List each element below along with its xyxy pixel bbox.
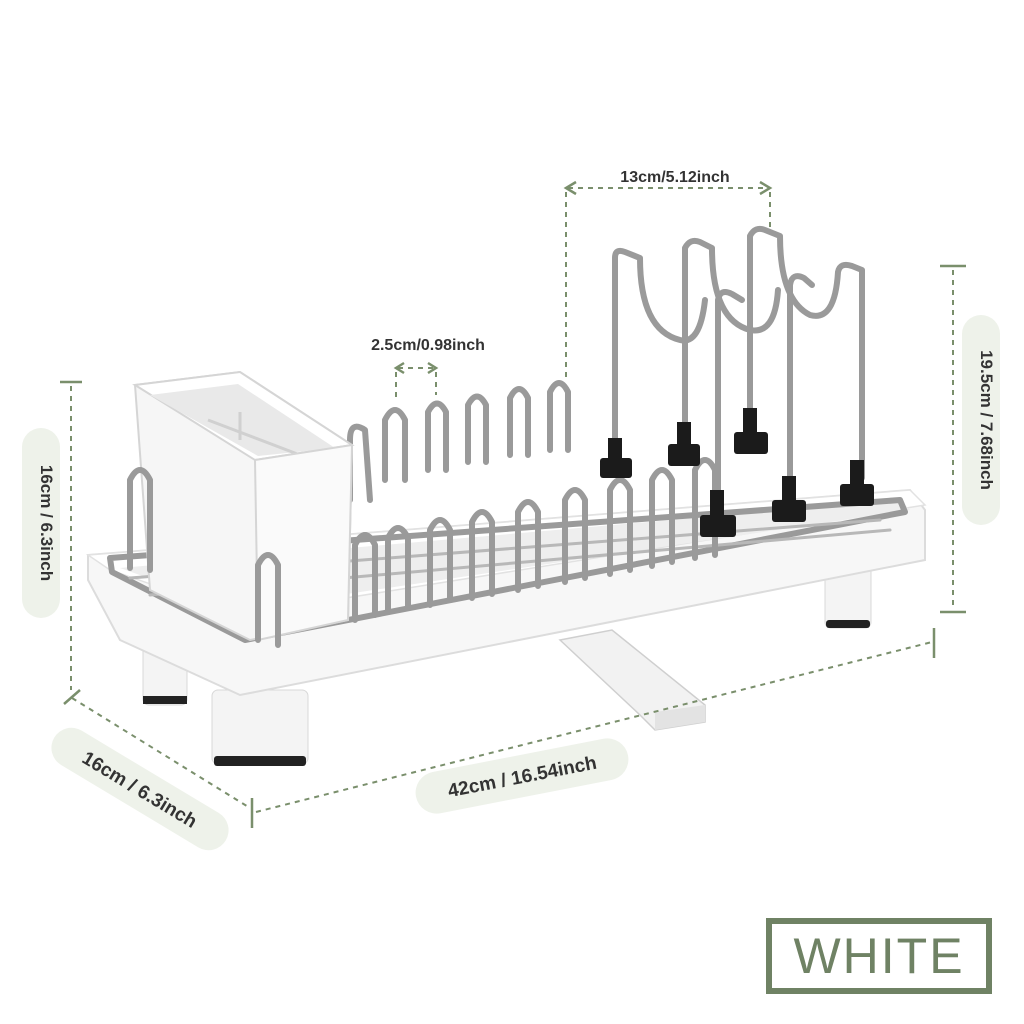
left-height-label: 16cm / 6.3inch bbox=[37, 465, 56, 581]
color-badge: WHITE bbox=[766, 918, 992, 994]
right-height-label: 19.5cm / 7.68inch bbox=[977, 350, 996, 490]
dimension-left-height: 16cm / 6.3inch bbox=[22, 380, 82, 690]
dimension-lid-holder-spacing: 13cm/5.12inch bbox=[563, 169, 773, 382]
dimension-right-height: 19.5cm / 7.68inch bbox=[940, 264, 1000, 614]
depth-label: 16cm / 6.3inch bbox=[78, 748, 200, 833]
slot-spacing-label: 2.5cm/0.98inch bbox=[371, 337, 485, 354]
lid-holder-spacing-label: 13cm/5.12inch bbox=[620, 169, 729, 186]
dish-rack-illustration bbox=[85, 225, 927, 766]
dimension-slot-spacing: 2.5cm/0.98inch bbox=[371, 337, 485, 400]
color-label: WHITE bbox=[793, 928, 965, 984]
